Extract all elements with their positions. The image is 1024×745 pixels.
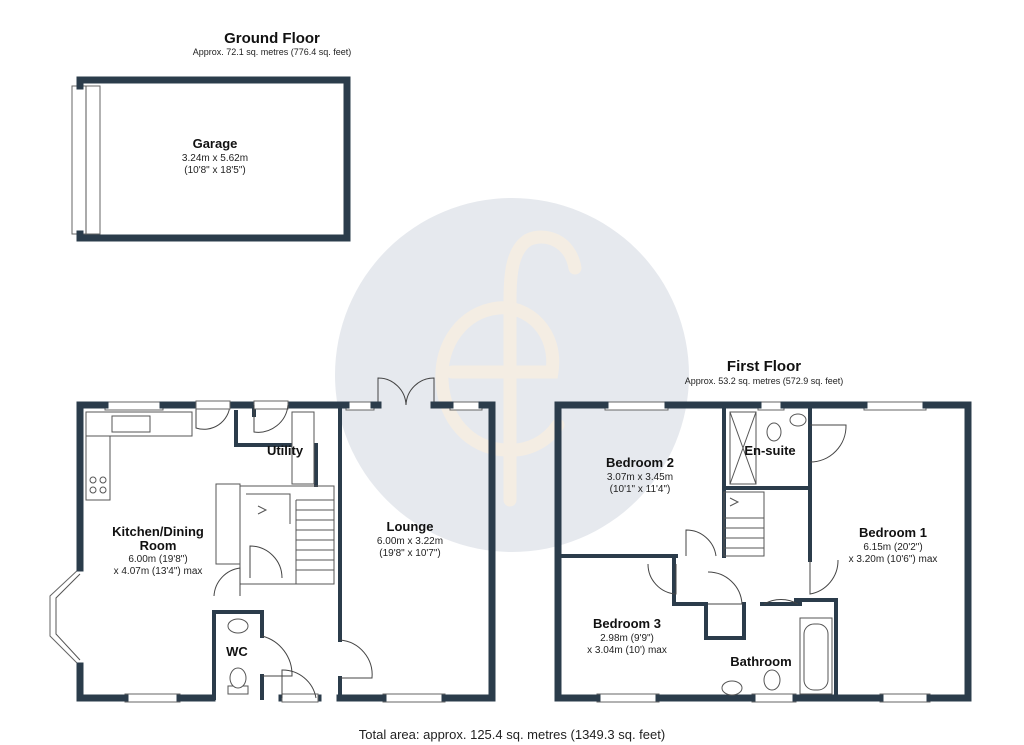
ensuite-label: En-suite: [744, 443, 795, 458]
lounge-window-left: [345, 401, 375, 411]
bedroom1-window: [863, 401, 927, 411]
utility-label: Utility: [267, 443, 304, 458]
bathroom-label: Bathroom: [730, 654, 791, 669]
lounge-dim-metric: 6.00m x 3.22m: [377, 536, 443, 547]
bedroom2-dim-imperial: (10'1" x 11'4"): [610, 484, 671, 495]
kitchen-rear-window: [124, 693, 181, 703]
first-floor-plan: [554, 401, 972, 703]
kitchen-label-line1: Kitchen/Dining: [112, 524, 204, 539]
ensuite-basin: [789, 413, 807, 427]
ensuite-toilet: [766, 422, 782, 442]
garage-dim-metric: 3.24m x 5.62m: [182, 153, 248, 164]
garage-label: Garage: [193, 136, 238, 151]
lounge-rear-window: [382, 693, 446, 703]
bedroom3-window: [596, 693, 660, 703]
bedroom1-dim-1: 6.15m (20'2"): [863, 542, 922, 553]
kitchen-dim-2: x 4.07m (13'4") max: [114, 566, 203, 577]
kitchen-label-line2: Room: [140, 538, 177, 553]
hob: [89, 476, 107, 494]
ef-monogram-logo: [335, 198, 689, 552]
kitchen-dim-1: 6.00m (19'8"): [128, 554, 187, 565]
kitchen-window: [104, 401, 164, 411]
bathroom-basin: [721, 680, 743, 696]
total-area: Total area: approx. 125.4 sq. metres (13…: [359, 727, 665, 742]
garage: [71, 76, 351, 242]
sink: [111, 415, 151, 433]
staircase: [239, 485, 335, 585]
lounge-window-right: [449, 401, 483, 411]
garage-dim-imperial: (10'8" x 18'5"): [184, 165, 246, 176]
toilet: [229, 667, 247, 689]
bedroom2-dim-metric: 3.07m x 3.45m: [607, 472, 673, 483]
bathroom-window: [751, 693, 797, 703]
lounge-label: Lounge: [387, 519, 434, 534]
bedroom2-label: Bedroom 2: [606, 455, 674, 470]
ensuite-window: [757, 401, 785, 411]
wc-basin: [227, 618, 249, 634]
wc-label: WC: [226, 644, 248, 659]
landing-staircase: [723, 491, 765, 557]
cupboard: [215, 483, 241, 565]
first-floor-title: First Floor: [727, 358, 801, 375]
bedroom1-dim-2: x 3.20m (10'6") max: [849, 554, 938, 565]
bathroom-toilet: [763, 669, 781, 691]
ground-floor-title: Ground Floor: [224, 30, 320, 47]
first-floor-area: Approx. 53.2 sq. metres (572.9 sq. feet): [685, 376, 844, 386]
lounge-dim-imperial: (19'8" x 10'7"): [379, 548, 441, 559]
bedroom3-dim-2: x 3.04m (10') max: [587, 645, 667, 656]
bedroom3-label: Bedroom 3: [593, 616, 661, 631]
bedroom3-dim-1: 2.98m (9'9"): [600, 633, 654, 644]
ground-floor-area: Approx. 72.1 sq. metres (776.4 sq. feet): [193, 47, 352, 57]
ground-floor-plan: [49, 377, 496, 703]
bedroom1-label: Bedroom 1: [859, 525, 927, 540]
bedroom2-window: [604, 401, 669, 411]
utility-worktop: [291, 411, 315, 485]
bedroom1-rear-window: [879, 693, 931, 703]
